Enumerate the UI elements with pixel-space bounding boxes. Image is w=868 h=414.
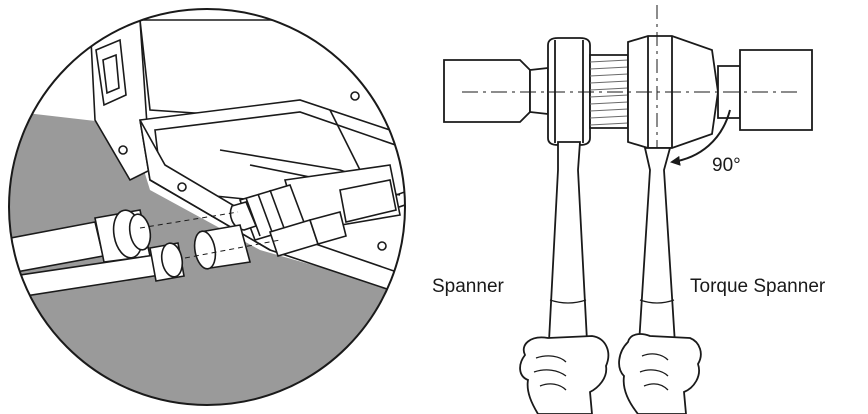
- angle-label: 90°: [712, 155, 741, 176]
- angle-arrow: [670, 109, 731, 166]
- circular-detail-view: [8, 8, 406, 406]
- torque-spanner-handle: [637, 147, 677, 361]
- torque-spanner-label: Torque Spanner: [690, 276, 826, 297]
- right-hand: [618, 333, 702, 414]
- spanner-handle: [547, 141, 589, 361]
- alignment-dashes: [139, 211, 281, 259]
- threads: [589, 59, 629, 126]
- spanner-label: Spanner: [432, 276, 505, 297]
- field-pipes: [9, 209, 252, 301]
- unit-pipe-fitting: [229, 164, 401, 257]
- detail-circle-border: [8, 8, 406, 406]
- spanner-diagram: [443, 5, 813, 414]
- left-nut: [547, 37, 591, 146]
- left-pipe: [443, 59, 531, 123]
- unit-cabinet: [89, 19, 405, 302]
- right-pipe: [739, 49, 813, 131]
